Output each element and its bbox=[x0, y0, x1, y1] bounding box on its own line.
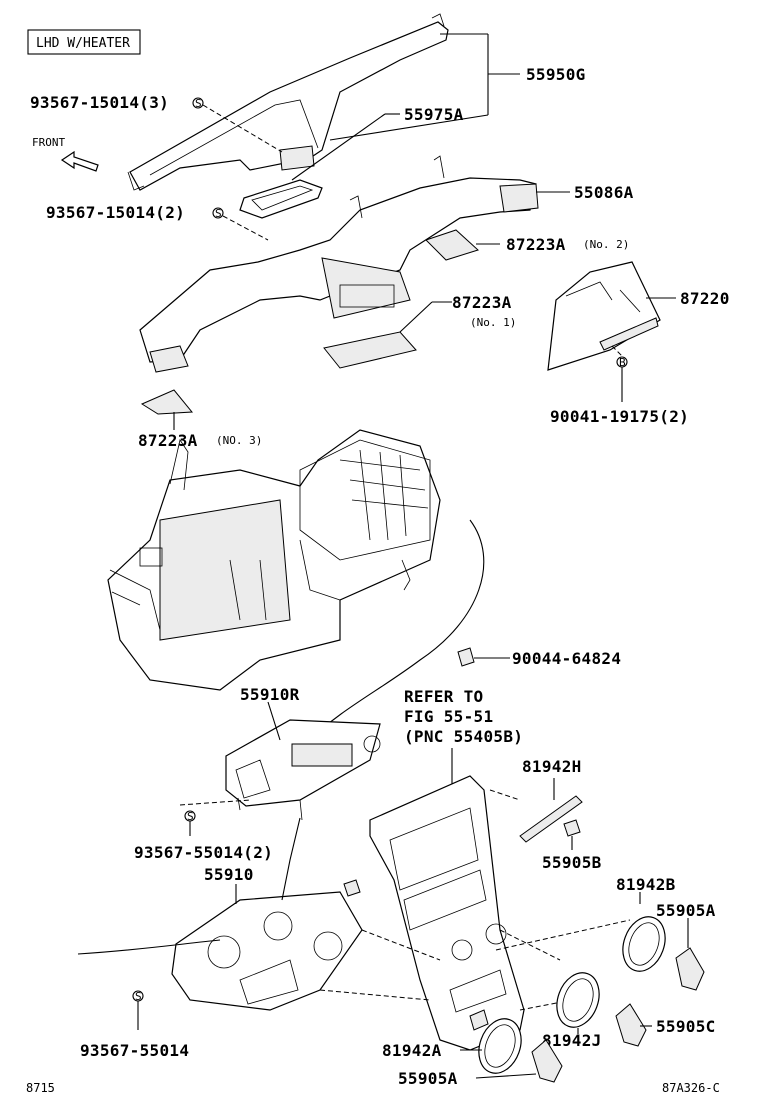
callout-87223A-no1: 87223A bbox=[452, 293, 512, 312]
callout-93567-55014: 93567-55014 bbox=[80, 1041, 189, 1060]
callout-90041-19175-2: 90041-19175(2) bbox=[550, 407, 689, 426]
callout-87223A-no2-sub: (No. 2) bbox=[583, 238, 629, 251]
callout-55905C: 55905C bbox=[656, 1017, 716, 1036]
refer-note-line2: FIG 55-51 bbox=[404, 707, 493, 726]
callout-55910R: 55910R bbox=[240, 685, 300, 704]
callout-93567-15014-3: 93567-15014(3) bbox=[30, 93, 169, 112]
control-cable bbox=[309, 519, 485, 741]
refer-note-line1: REFER TO bbox=[404, 687, 483, 706]
air-duct-55086A bbox=[139, 155, 539, 373]
callout-55975A: 55975A bbox=[404, 105, 464, 124]
callout-81942J: 81942J bbox=[542, 1031, 602, 1050]
callout-93567-15014-2: 93567-15014(2) bbox=[46, 203, 185, 222]
callout-87223A-no2: 87223A bbox=[506, 235, 566, 254]
knob-55905C bbox=[615, 1003, 647, 1047]
svg-text:S: S bbox=[215, 207, 222, 220]
ring-81942J bbox=[556, 972, 600, 1028]
callout-55905A-bottom: 55905A bbox=[398, 1069, 458, 1088]
callout-87223A-no3: 87223A bbox=[138, 431, 198, 450]
control-cable bbox=[281, 817, 301, 901]
svg-text:S: S bbox=[195, 97, 202, 110]
svg-text:S: S bbox=[187, 810, 194, 823]
pad-87223A-no1 bbox=[323, 331, 417, 369]
callout-81942A: 81942A bbox=[382, 1041, 442, 1060]
callout-55905B: 55905B bbox=[542, 853, 602, 872]
callout-87223A-no1-sub: (No. 1) bbox=[470, 316, 516, 329]
front-arrow-icon bbox=[60, 150, 99, 172]
callout-87220: 87220 bbox=[680, 289, 730, 308]
callout-55905A-right: 55905A bbox=[656, 901, 716, 920]
clip-90044-64824 bbox=[457, 647, 475, 667]
callout-55086A: 55086A bbox=[574, 183, 634, 202]
screw-marker-icon bbox=[192, 97, 204, 109]
plate-81942H bbox=[519, 795, 583, 843]
header-box-label: LHD W/HEATER bbox=[36, 36, 130, 51]
knob-55905A-bottom bbox=[531, 1039, 563, 1083]
center-cluster-panel bbox=[369, 775, 525, 1051]
callout-55910: 55910 bbox=[204, 865, 254, 884]
callout-90044-64824: 90044-64824 bbox=[512, 649, 621, 668]
front-label: FRONT bbox=[32, 136, 65, 149]
refer-note-line3: (PNC 55405B) bbox=[404, 727, 523, 746]
control-bracket-55910R bbox=[225, 719, 381, 821]
gasket-55975A bbox=[239, 179, 323, 219]
callout-81942H: 81942H bbox=[522, 757, 582, 776]
control-cable bbox=[77, 939, 221, 955]
svg-text:B: B bbox=[619, 356, 626, 369]
heater-unit-assembly bbox=[107, 429, 441, 691]
defroster-nozzle-55950G bbox=[127, 13, 449, 191]
screw-marker-icon bbox=[212, 207, 224, 219]
callout-81942B: 81942B bbox=[616, 875, 676, 894]
callout-93567-55014-2: 93567-55014(2) bbox=[134, 843, 273, 862]
knob-55905B bbox=[563, 819, 581, 837]
knob-55905A-right bbox=[675, 947, 705, 991]
svg-text:S: S bbox=[135, 990, 142, 1003]
callout-87223A-no3-sub: (NO. 3) bbox=[216, 434, 262, 447]
ring-81942B bbox=[622, 916, 666, 972]
header-box-frame bbox=[27, 29, 141, 55]
pad-87223A-no3 bbox=[140, 389, 194, 415]
heater-control-55910 bbox=[171, 879, 363, 1011]
ring-81942A bbox=[478, 1018, 522, 1074]
pad-87223A-no2 bbox=[425, 229, 479, 261]
cover-87220 bbox=[547, 261, 661, 371]
page-code: 8715 bbox=[26, 1081, 55, 1095]
callout-55950G: 55950G bbox=[526, 65, 586, 84]
figure-id: 87A326-C bbox=[662, 1081, 720, 1095]
